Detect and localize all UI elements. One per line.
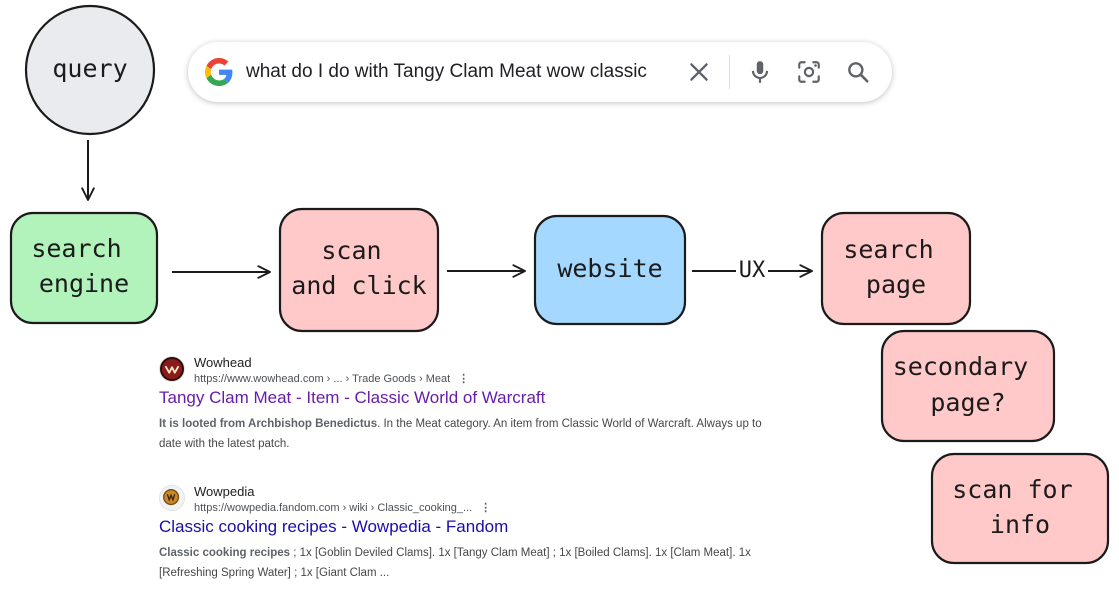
result-snippet: Classic cooking recipes ; 1x [Goblin Dev… — [159, 547, 751, 579]
close-icon[interactable] — [686, 59, 712, 85]
lens-camera-icon[interactable] — [796, 59, 822, 85]
node-scan-and-click-line2: and click — [291, 271, 426, 300]
search-icon[interactable] — [845, 59, 871, 85]
node-scan-and-click-shape — [278, 207, 440, 333]
search-query-text[interactable]: what do I do with Tangy Clam Meat wow cl… — [246, 61, 647, 82]
node-scan-for-info-line1: scan for — [952, 475, 1072, 504]
node-website: website — [533, 214, 687, 326]
node-secondary-page-shape — [880, 329, 1056, 443]
node-secondary-page-line1: secondary — [893, 352, 1028, 381]
more-options-icon[interactable]: ⋮ — [458, 373, 470, 385]
result-title-link[interactable]: Tangy Clam Meat - Item - Classic World o… — [159, 388, 546, 407]
svg-text:search page: search page — [843, 235, 948, 299]
more-options-icon[interactable]: ⋮ — [480, 502, 492, 514]
svg-text:scan and click: scan and click — [291, 236, 426, 300]
svg-text:search engine: search engine — [31, 234, 136, 298]
wowpedia-favicon-icon — [159, 485, 185, 511]
node-search-engine-line2: engine — [39, 269, 129, 298]
node-search-page-line2: page — [866, 270, 926, 299]
node-query-shape — [24, 4, 156, 136]
node-scan-and-click-line1: scan — [321, 236, 381, 265]
node-query: query — [24, 4, 156, 136]
wowhead-favicon-icon — [159, 356, 185, 382]
node-secondary-page: secondary page? — [880, 329, 1056, 443]
node-website-label: website — [557, 254, 662, 283]
node-query-label: query — [52, 54, 127, 83]
search-bar-divider — [729, 55, 730, 89]
node-scan-for-info: scan for info — [930, 452, 1110, 565]
svg-text:website: website — [557, 254, 662, 283]
edge-label-ux: UX — [739, 258, 766, 283]
node-search-page-shape — [820, 211, 972, 326]
result-site-name: Wowhead — [194, 355, 252, 370]
google-g-icon — [205, 58, 233, 86]
node-scan-and-click: scan and click — [278, 207, 440, 333]
result-site-name: Wowpedia — [194, 484, 255, 499]
result-url[interactable]: https://www.wowhead.com › ... › Trade Go… — [194, 373, 470, 385]
node-search-page-line1: search — [843, 235, 933, 264]
node-website-shape — [533, 214, 687, 326]
result-title-link[interactable]: Classic cooking recipes - Wowpedia - Fan… — [159, 517, 509, 536]
node-search-engine-shape — [9, 211, 159, 325]
svg-text:scan for info: scan for info — [952, 475, 1087, 539]
svg-text:secondary page?: secondary page? — [893, 352, 1044, 417]
node-scan-for-info-line2: info — [990, 510, 1050, 539]
node-scan-for-info-shape — [930, 452, 1110, 565]
svg-text:query: query — [52, 54, 127, 83]
node-search-engine-line1: search — [31, 234, 121, 263]
result-snippet: It is looted from Archbishop Benedictus.… — [159, 418, 762, 450]
search-bar[interactable]: what do I do with Tangy Clam Meat wow cl… — [188, 42, 892, 102]
microphone-icon[interactable] — [747, 59, 773, 85]
result-url[interactable]: https://wowpedia.fandom.com › wiki › Cla… — [194, 502, 492, 514]
node-search-engine: search engine — [9, 211, 159, 325]
node-secondary-page-line2: page? — [930, 388, 1005, 417]
node-search-page: search page — [820, 211, 972, 326]
